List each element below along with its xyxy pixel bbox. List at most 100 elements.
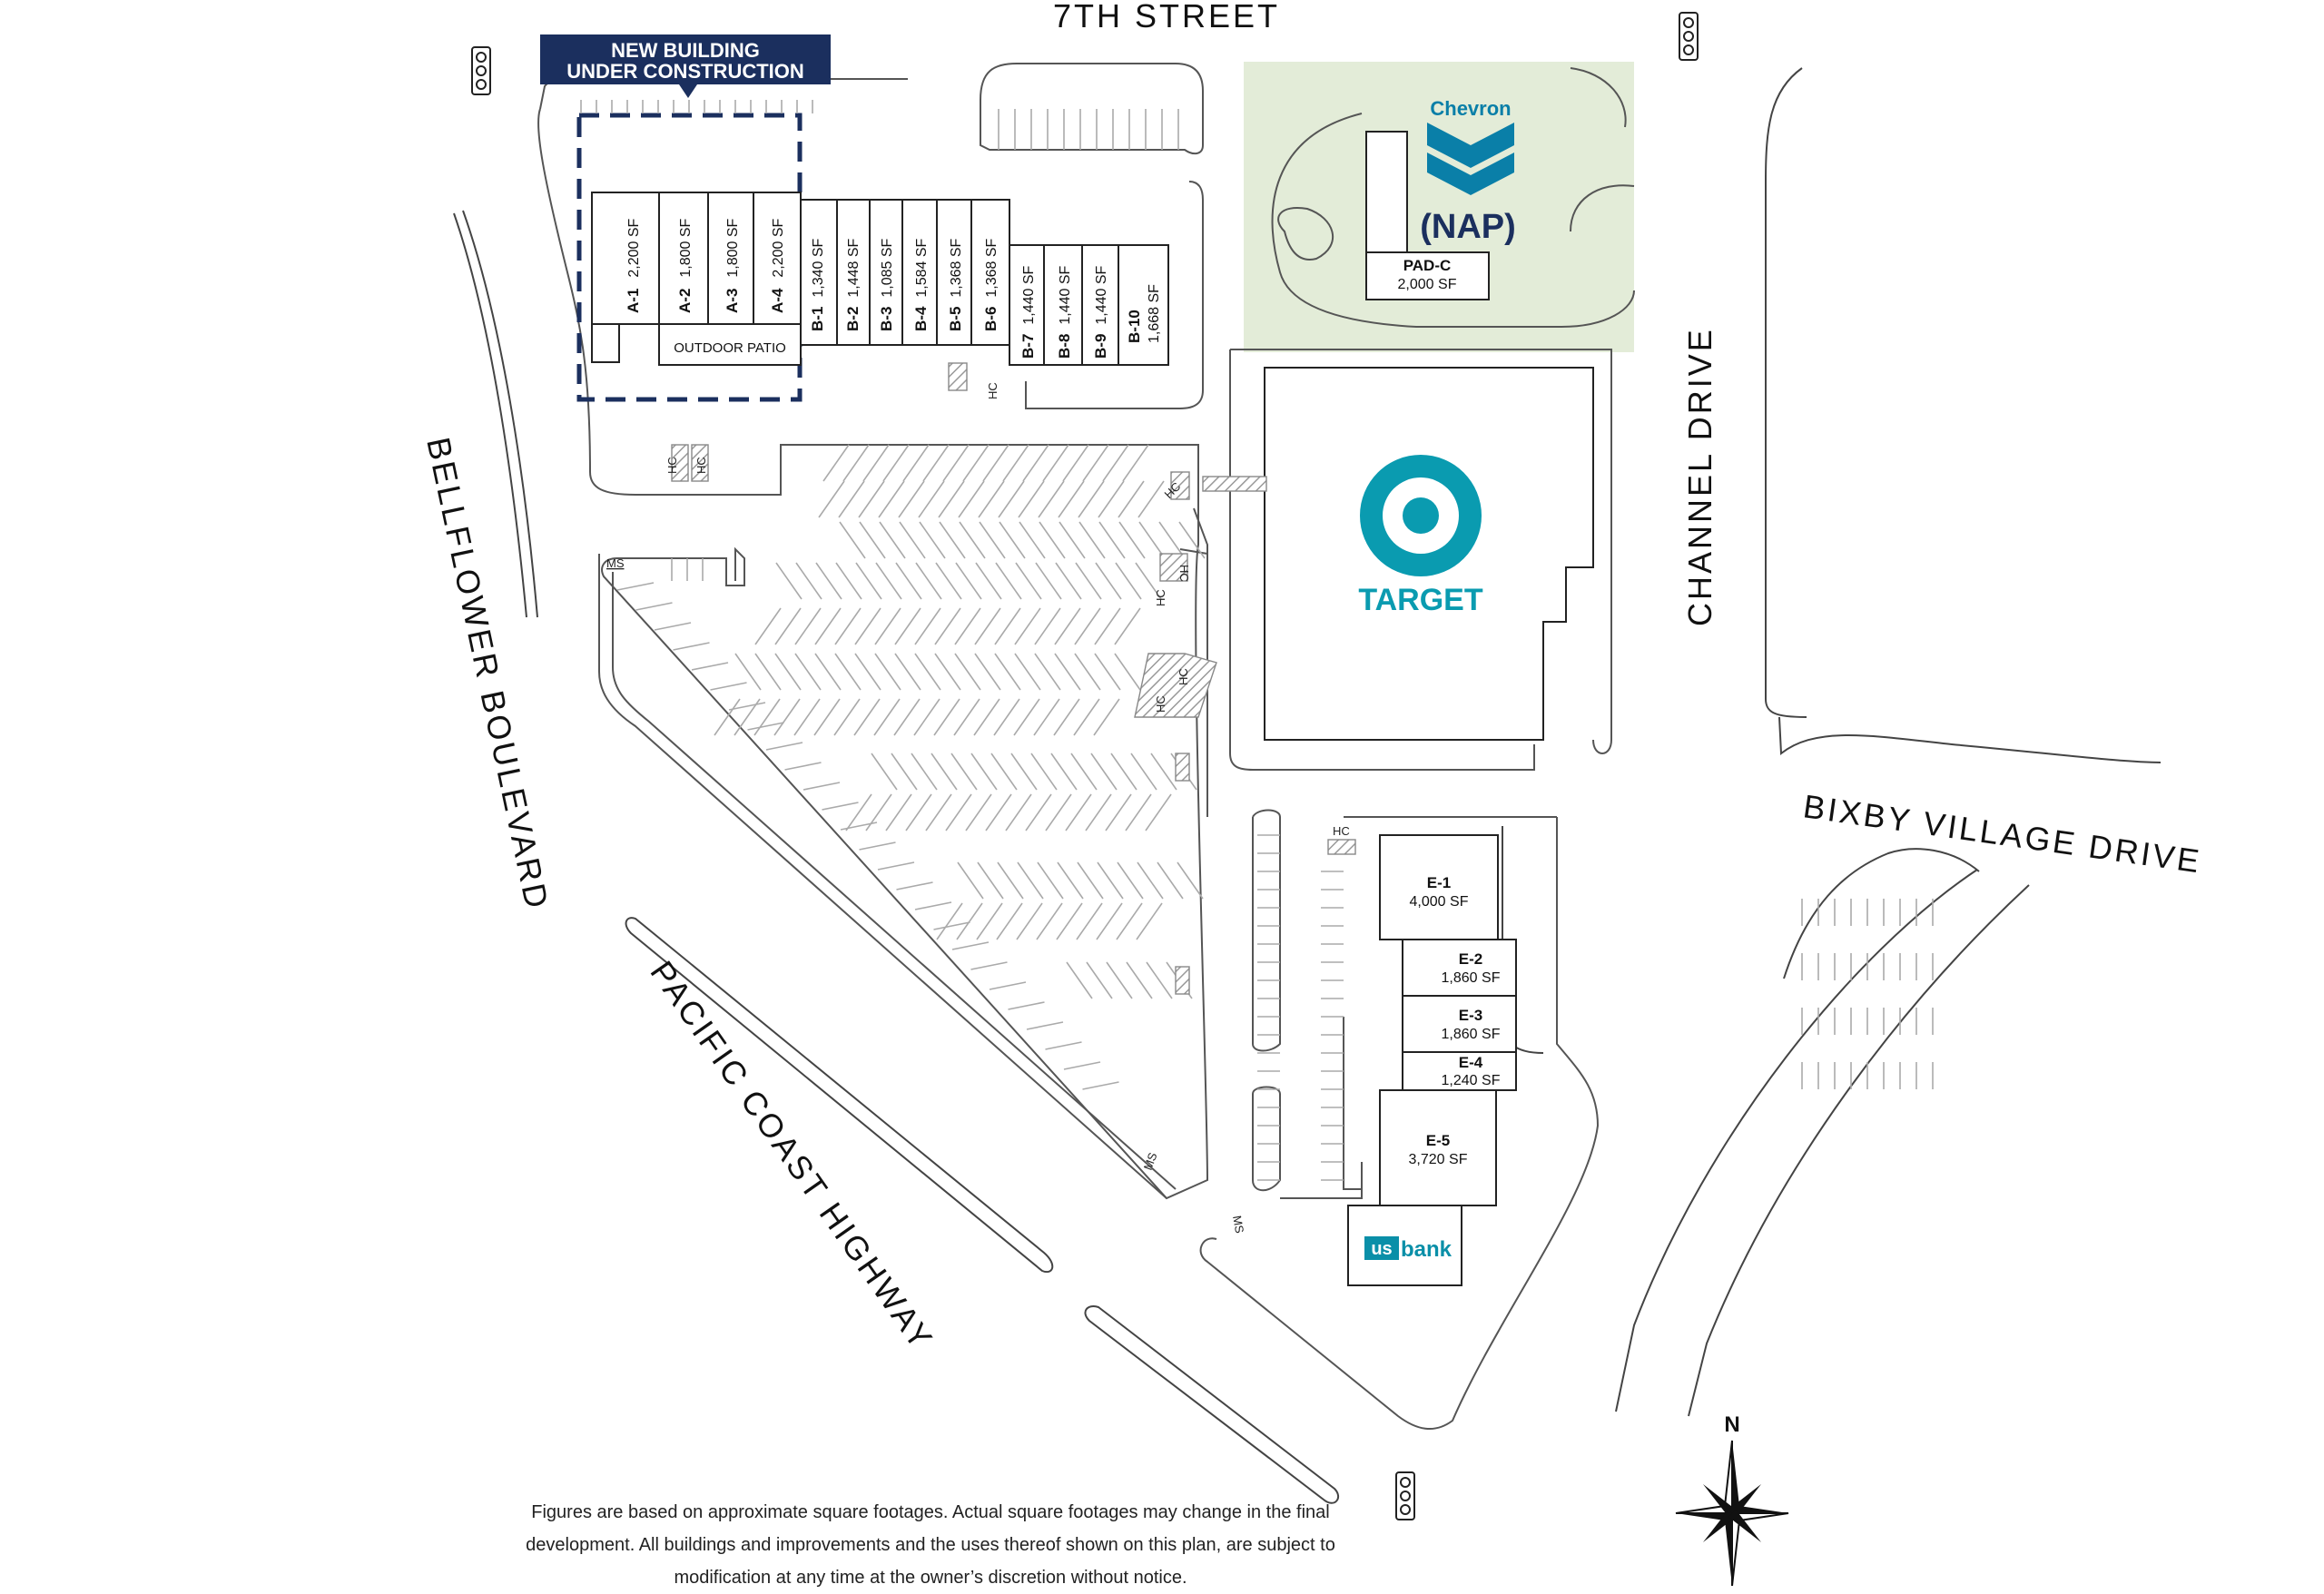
parking-stall-line xyxy=(803,782,841,791)
parking-stall-line xyxy=(973,698,1000,736)
parking-stall-line xyxy=(1033,698,1060,736)
outdoor-patio-label: OUTDOOR PATIO xyxy=(674,340,786,356)
parking-stall-line xyxy=(1008,1001,1045,1010)
parking-stall-line xyxy=(1078,521,1106,559)
parking-stall-line xyxy=(1053,698,1080,736)
parking-stall-line xyxy=(862,444,890,482)
parking-stall-line xyxy=(874,653,901,691)
parking-stall-line xyxy=(918,480,945,518)
parking-stall-line xyxy=(1157,861,1184,900)
parking-stall-line xyxy=(1038,480,1065,518)
parking-stall-line xyxy=(1086,961,1113,999)
parking-stall-line xyxy=(1017,861,1044,900)
hc-marker: HC xyxy=(665,457,679,474)
disclaimer-line-1: Figures are based on approximate square … xyxy=(531,1502,1330,1522)
parking-stall-line xyxy=(1022,444,1049,482)
parking-stall-line xyxy=(871,753,898,791)
traffic-signal-icon xyxy=(471,46,491,95)
suite-e2-id: E-2 xyxy=(1459,950,1482,968)
parking-stall-line xyxy=(975,562,1002,600)
parking-stall-line xyxy=(982,444,1009,482)
hc-marker: HC xyxy=(1177,565,1191,582)
parking-stall-line xyxy=(1035,562,1062,600)
parking-stall-line xyxy=(894,653,921,691)
suite-e2-sf: 1,860 SF xyxy=(1442,970,1501,986)
parking-stall-line xyxy=(935,562,962,600)
parking-stall-line xyxy=(858,480,885,518)
suite-e1-sf: 4,000 SF xyxy=(1410,894,1469,910)
parking-stall-line xyxy=(845,793,872,831)
parking-stall-line xyxy=(931,753,958,791)
parking-stall-line xyxy=(954,653,981,691)
parking-stall-line xyxy=(1036,902,1063,940)
ms-marker: MS xyxy=(606,556,625,570)
parking-stalls xyxy=(580,100,1934,1181)
parking-stall-line xyxy=(834,607,862,645)
parking-stall-line xyxy=(1114,607,1141,645)
parking-stall-line xyxy=(1073,698,1100,736)
parking-stall-line xyxy=(1066,961,1093,999)
parking-stall-line xyxy=(1065,793,1092,831)
parking-stall-line xyxy=(978,480,1005,518)
chevron-logo-icon xyxy=(1427,123,1514,195)
parking-stall-line xyxy=(956,902,983,940)
north-compass-icon: N xyxy=(1675,1412,1789,1586)
hc-marker: HC xyxy=(986,382,1000,399)
us-bank-us-label: us xyxy=(1371,1239,1392,1259)
parking-stall-line xyxy=(934,653,961,691)
parking-stall-line xyxy=(1106,961,1133,999)
us-bank: us bank xyxy=(1364,1236,1452,1262)
parking-stall-line xyxy=(1063,1061,1101,1070)
parking-stall-line xyxy=(925,793,952,831)
suite-e3-sf: 1,860 SF xyxy=(1442,1027,1501,1042)
parking-stall-line xyxy=(1136,902,1163,940)
parking-stall-line xyxy=(1005,793,1032,831)
parking-stall-line xyxy=(635,602,673,611)
suite-b5-label: B-51,368 SF xyxy=(947,238,964,331)
parking-stall-line xyxy=(996,902,1023,940)
suite-b10-sf: 1,668 SF xyxy=(1147,284,1162,343)
parking-stall-line xyxy=(997,861,1024,900)
parking-stall-line xyxy=(994,607,1021,645)
parking-stall-line xyxy=(1135,562,1162,600)
ms-marker: MS xyxy=(1141,1150,1160,1172)
suite-e3-id: E-3 xyxy=(1459,1007,1482,1024)
hc-marker: HC xyxy=(694,457,708,474)
parking-stall-line xyxy=(970,753,998,791)
building-a xyxy=(576,113,803,402)
accessible-ramps xyxy=(671,362,1356,995)
parking-stall-line xyxy=(893,698,921,736)
parking-stall-line xyxy=(1138,521,1166,559)
parking-stall-line xyxy=(1013,698,1040,736)
suite-a4-label: A-42,200 SF xyxy=(769,218,786,313)
parking-stall-line xyxy=(855,562,882,600)
parking-stall-line xyxy=(835,562,862,600)
ms-marker: MS xyxy=(1230,1215,1246,1235)
parking-stall-line xyxy=(873,698,901,736)
parking-stall-line xyxy=(710,682,747,691)
parking-stall-line xyxy=(859,521,886,559)
parking-stall-line xyxy=(1010,753,1038,791)
parking-stall-line xyxy=(951,941,990,950)
parking-stall-line xyxy=(1019,521,1046,559)
parking-stall-line xyxy=(974,653,1001,691)
suite-labels-b: B-11,340 SF B-21,448 SF B-31,085 SF B-41… xyxy=(809,238,1162,359)
target-store: TARGET xyxy=(1358,455,1483,617)
parking-stall-line xyxy=(934,607,961,645)
parking-stall-line xyxy=(953,698,980,736)
suite-a2-label: A-21,800 SF xyxy=(676,218,694,313)
parking-stall-line xyxy=(815,562,842,600)
parking-stall-line xyxy=(1014,607,1041,645)
parking-stall-line xyxy=(962,444,990,482)
parking-stall-line xyxy=(1062,444,1089,482)
parking-stall-line xyxy=(774,653,802,691)
parking-stall-line xyxy=(965,793,992,831)
parking-stall-line xyxy=(1098,521,1126,559)
parking-stall-line xyxy=(859,841,896,851)
parking-stall-line xyxy=(1126,961,1153,999)
hc-marker: HC xyxy=(1333,824,1350,838)
parking-stall-line xyxy=(1042,444,1069,482)
parking-stall-line xyxy=(914,607,941,645)
parking-stall-line xyxy=(1045,1041,1082,1050)
parking-stall-line xyxy=(913,698,940,736)
